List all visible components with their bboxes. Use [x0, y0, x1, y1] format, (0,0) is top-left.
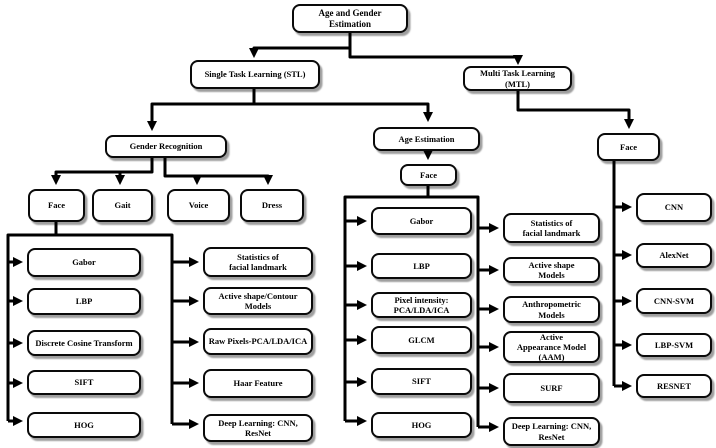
node-age-and-gender-estimation: Age and Gender Estimation — [292, 4, 408, 33]
node-multi-task-learning: Multi Task Learning (MTL) — [463, 66, 572, 91]
node-hog-age: HOG — [371, 412, 472, 438]
node-statistics-facial-landmark-gender: Statistics of facial landmark — [203, 247, 313, 277]
node-face-mtl: Face — [597, 133, 660, 161]
node-sift-gender: SIFT — [27, 370, 141, 395]
node-alexnet: AlexNet — [636, 243, 712, 268]
node-dress: Dress — [240, 189, 304, 222]
node-active-appearance-model-aam: Active Appearance Model (AAM) — [503, 331, 600, 363]
node-discrete-cosine-transform: Discrete Cosine Transform — [27, 330, 141, 356]
node-resnet: RESNET — [636, 374, 712, 398]
node-statistics-facial-landmark-age: Statistics of facial landmark — [503, 213, 600, 243]
node-face-gender: Face — [28, 189, 85, 222]
node-surf: SURF — [503, 373, 600, 403]
node-hog-gender: HOG — [27, 412, 141, 438]
node-single-task-learning: Single Task Learning (STL) — [190, 60, 320, 89]
node-deep-learning-cnn-resnet-age: Deep Learning: CNN, ResNet — [503, 417, 600, 446]
node-deep-learning-cnn-resnet-gender: Deep Learning: CNN, ResNet — [203, 414, 313, 442]
node-lbp-age: LBP — [371, 253, 472, 279]
node-anthropometric-models: Anthropometric Models — [503, 296, 600, 323]
node-cnn-svm: CNN-SVM — [636, 288, 712, 314]
node-gabor-gender: Gabor — [27, 248, 141, 277]
node-lbp-gender: LBP — [27, 288, 141, 315]
node-active-shape-models: Active shape Models — [503, 257, 600, 283]
node-glcm: GLCM — [371, 326, 472, 354]
node-voice: Voice — [167, 189, 230, 222]
connectors — [6, 33, 635, 433]
node-sift-age: SIFT — [371, 368, 472, 395]
node-gender-recognition: Gender Recognition — [105, 135, 227, 158]
node-cnn: CNN — [636, 193, 712, 222]
node-gabor-age: Gabor — [371, 207, 472, 235]
node-lbp-svm: LBP-SVM — [636, 333, 712, 357]
node-active-shape-contour-models: Active shape/Contour Models — [203, 287, 313, 315]
node-age-estimation: Age Estimation — [373, 127, 480, 151]
node-raw-pixels-pca-lda-ica: Raw Pixels-PCA/LDA/ICA — [203, 328, 313, 355]
node-face-age: Face — [400, 164, 457, 186]
node-gait: Gait — [92, 189, 153, 222]
node-pixel-intensity-pca-lda-ica: Pixel intensity: PCA/LDA/ICA — [371, 292, 472, 318]
node-haar-feature: Haar Feature — [203, 369, 313, 398]
